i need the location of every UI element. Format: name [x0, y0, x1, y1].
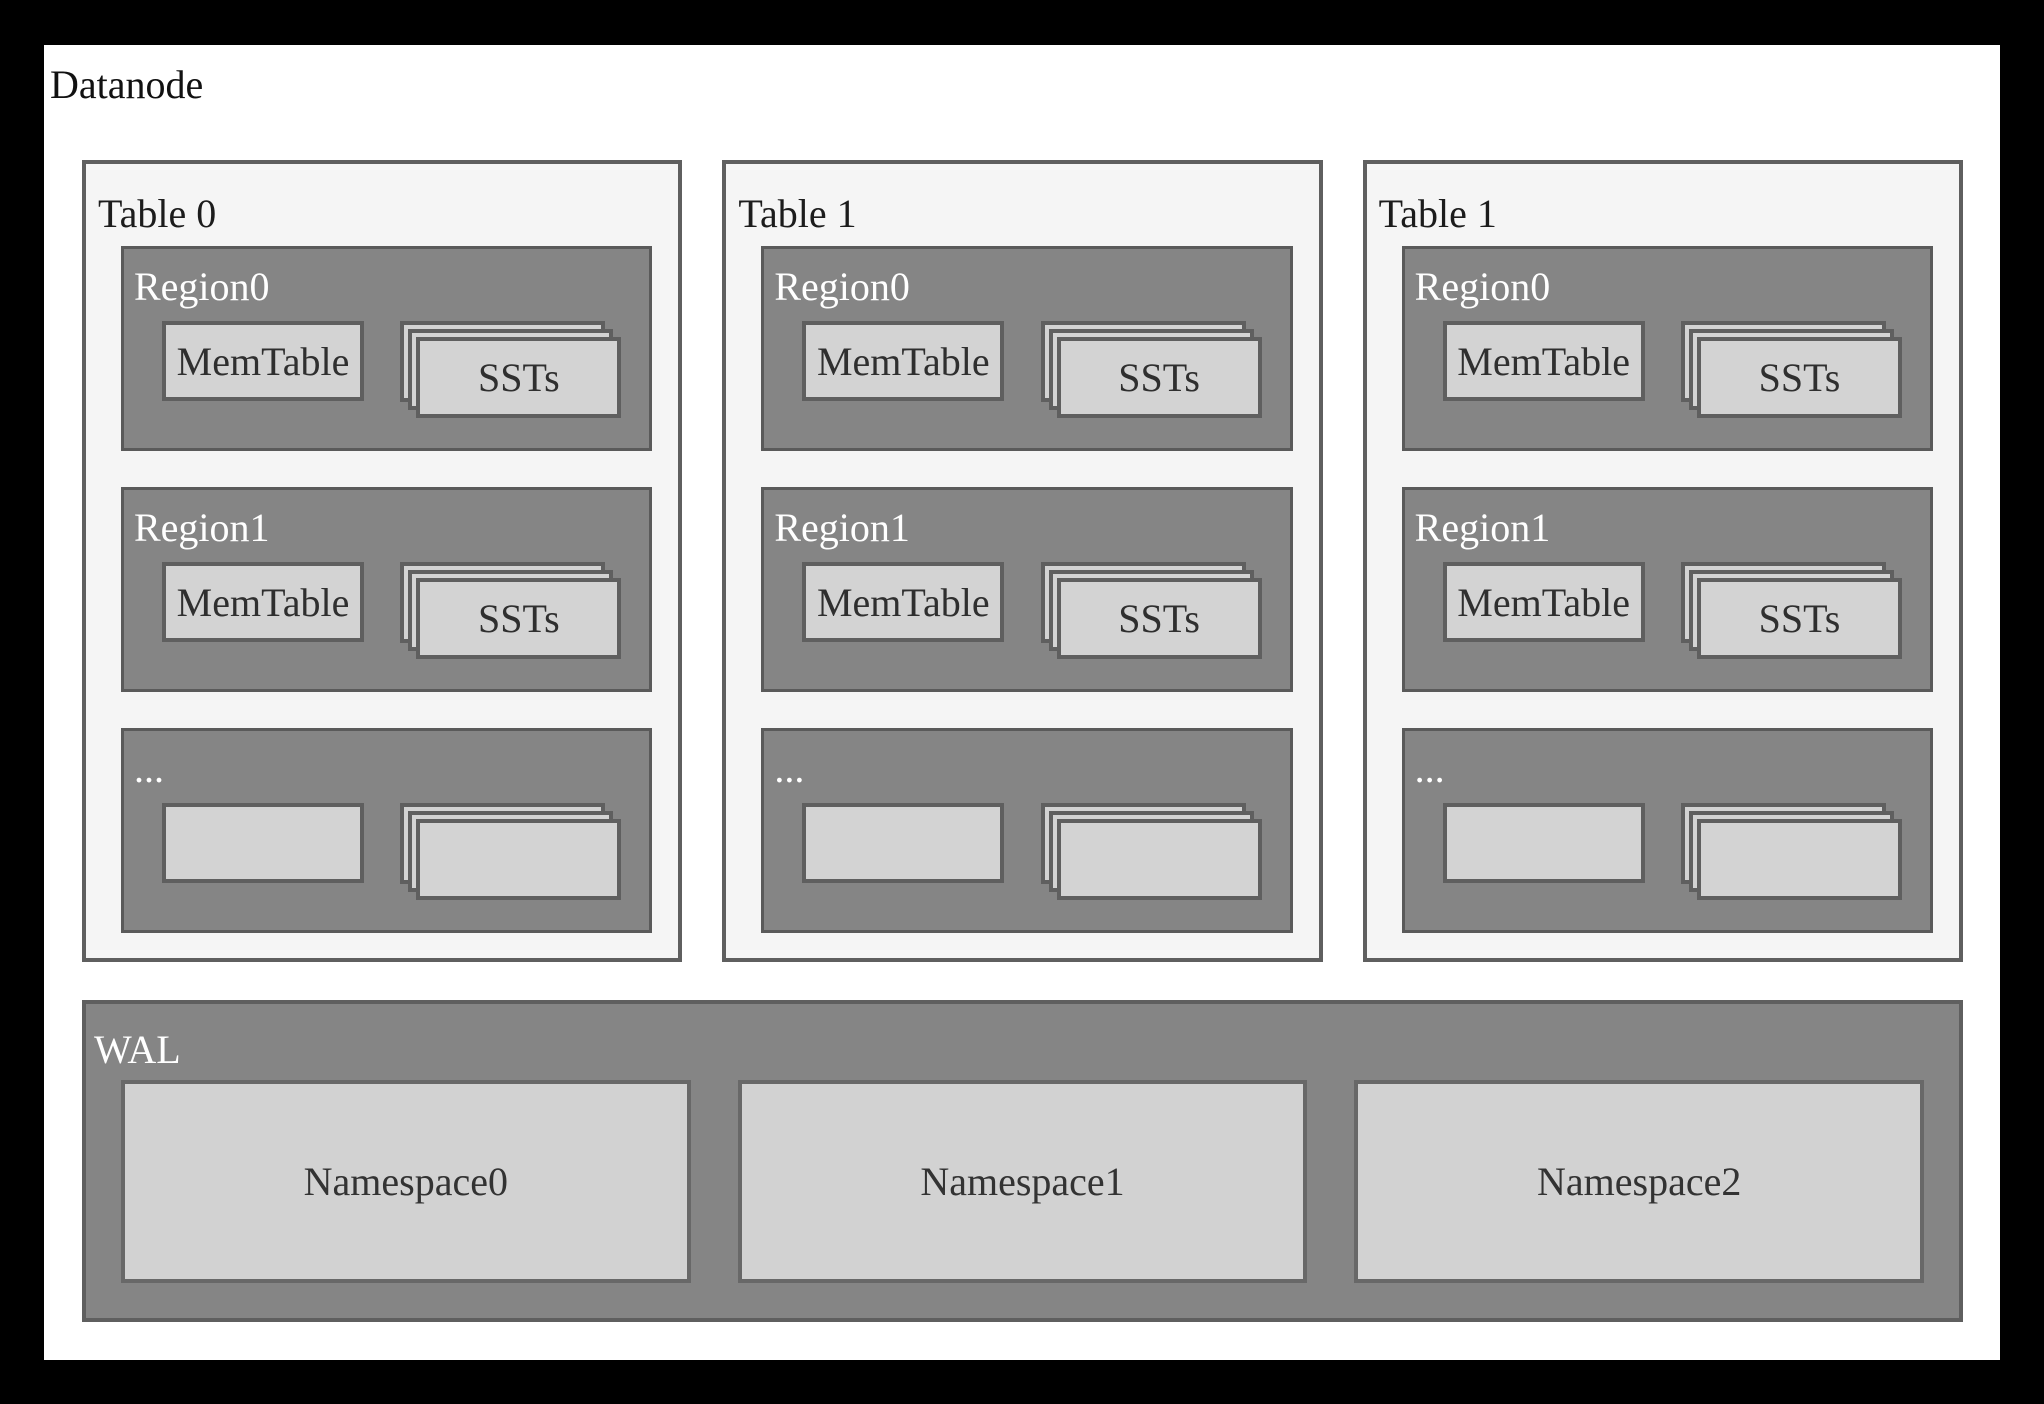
memtable-box — [1442, 803, 1645, 883]
ssts-stack: SSTs — [1680, 321, 1902, 418]
ssts-stack: SSTs — [1680, 562, 1902, 659]
memtable-box: MemTable — [1442, 321, 1645, 401]
table-box: Table 1 Region0 MemTable SSTs Region1 Me… — [1362, 160, 1963, 962]
ssts-front — [1056, 819, 1262, 900]
table-box: Table 0 Region0 MemTable SSTs Region1 Me… — [82, 160, 683, 962]
table-box: Table 1 Region0 MemTable SSTs Region1 Me… — [722, 160, 1323, 962]
memtable-box — [802, 803, 1005, 883]
memtable-box: MemTable — [162, 562, 364, 642]
region-box: ... — [1401, 728, 1933, 933]
region-label: Region0 — [134, 264, 270, 309]
ssts-stack — [1040, 803, 1262, 900]
region-label: Region0 — [1414, 264, 1551, 309]
region-box: ... — [121, 728, 653, 933]
region-box: ... — [761, 728, 1293, 933]
wal-label: WAL — [94, 1027, 181, 1072]
region-label: ... — [774, 746, 805, 791]
regions: Region0 MemTable SSTs Region1 MemTable S… — [121, 246, 653, 933]
region-box: Region1 MemTable SSTs — [761, 487, 1293, 692]
namespace-box: Namespace0 — [121, 1080, 691, 1283]
region-label: ... — [1414, 746, 1445, 791]
region-label: Region1 — [1414, 505, 1551, 550]
region-label: ... — [134, 746, 164, 791]
datanode-panel: Datanode Table 0 Region0 MemTable SSTs R… — [44, 45, 2000, 1360]
memtable-box: MemTable — [162, 321, 364, 401]
region-box: Region1 MemTable SSTs — [1401, 487, 1933, 692]
table-label: Table 1 — [738, 191, 857, 236]
namespaces-row: Namespace0 Namespace1 Namespace2 — [121, 1080, 1925, 1283]
region-box: Region0 MemTable SSTs — [761, 246, 1293, 451]
region-box: Region0 MemTable SSTs — [1401, 246, 1933, 451]
ssts-stack: SSTs — [400, 321, 622, 418]
namespace-box: Namespace1 — [737, 1080, 1308, 1283]
ssts-front — [1696, 819, 1902, 900]
ssts-front: SSTs — [1696, 578, 1902, 659]
table-label: Table 0 — [98, 191, 217, 236]
ssts-stack: SSTs — [400, 562, 622, 659]
ssts-front: SSTs — [1696, 337, 1902, 418]
ssts-stack: SSTs — [1040, 562, 1262, 659]
ssts-front: SSTs — [416, 337, 622, 418]
region-label: Region0 — [774, 264, 910, 309]
region-label: Region1 — [774, 505, 910, 550]
region-label: Region1 — [134, 505, 270, 550]
ssts-stack: SSTs — [1040, 321, 1262, 418]
table-label: Table 1 — [1378, 191, 1497, 236]
ssts-front — [416, 819, 622, 900]
region-box: Region0 MemTable SSTs — [121, 246, 653, 451]
ssts-stack — [400, 803, 622, 900]
ssts-front: SSTs — [1056, 578, 1262, 659]
ssts-front: SSTs — [1056, 337, 1262, 418]
wal-section: WAL Namespace0 Namespace1 Namespace2 — [82, 1000, 1963, 1322]
memtable-box: MemTable — [1442, 562, 1645, 642]
ssts-stack — [1680, 803, 1902, 900]
ssts-front: SSTs — [416, 578, 622, 659]
memtable-box: MemTable — [802, 321, 1005, 401]
tables-row: Table 0 Region0 MemTable SSTs Region1 Me… — [82, 160, 1963, 962]
namespace-box: Namespace2 — [1354, 1080, 1925, 1283]
memtable-box — [162, 803, 364, 883]
regions: Region0 MemTable SSTs Region1 MemTable S… — [1401, 246, 1933, 933]
diagram-title: Datanode — [50, 62, 204, 107]
memtable-box: MemTable — [802, 562, 1005, 642]
regions: Region0 MemTable SSTs Region1 MemTable S… — [761, 246, 1293, 933]
region-box: Region1 MemTable SSTs — [121, 487, 653, 692]
